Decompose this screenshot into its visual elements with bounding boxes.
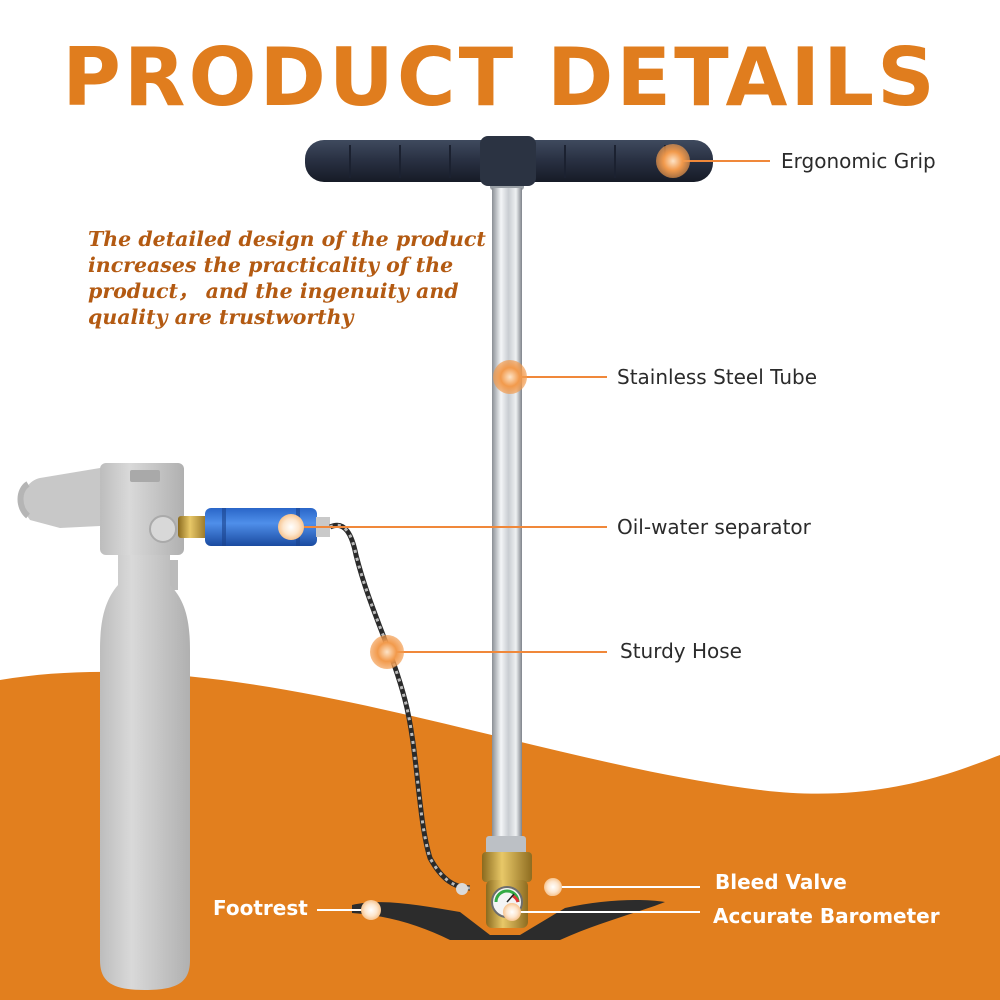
footrest-marker: [361, 900, 381, 920]
steel-tube-part: [486, 176, 526, 856]
page-title: PRODUCT DETAILS: [62, 31, 938, 124]
barometer-marker: [503, 903, 521, 921]
hose-part: [328, 522, 471, 891]
label-sturdy-hose: Sturdy Hose: [620, 639, 742, 663]
separator-marker: [278, 514, 304, 540]
label-stainless-steel-tube: Stainless Steel Tube: [617, 365, 817, 389]
grip-part: [305, 136, 713, 186]
footrest-part: [352, 900, 665, 940]
grip-marker: [656, 144, 690, 178]
hose-marker: [370, 635, 404, 669]
tube-marker: [493, 360, 527, 394]
product-description: The detailed design of the product incre…: [88, 227, 486, 329]
air-cylinder: [17, 463, 190, 990]
bleed-marker: [544, 878, 562, 896]
label-ergonomic-grip: Ergonomic Grip: [781, 149, 936, 173]
label-accurate-barometer: Accurate Barometer: [713, 904, 940, 928]
label-bleed-valve: Bleed Valve: [715, 870, 847, 894]
label-oil-water-separator: Oil-water separator: [617, 515, 811, 539]
label-footrest: Footrest: [213, 896, 308, 920]
